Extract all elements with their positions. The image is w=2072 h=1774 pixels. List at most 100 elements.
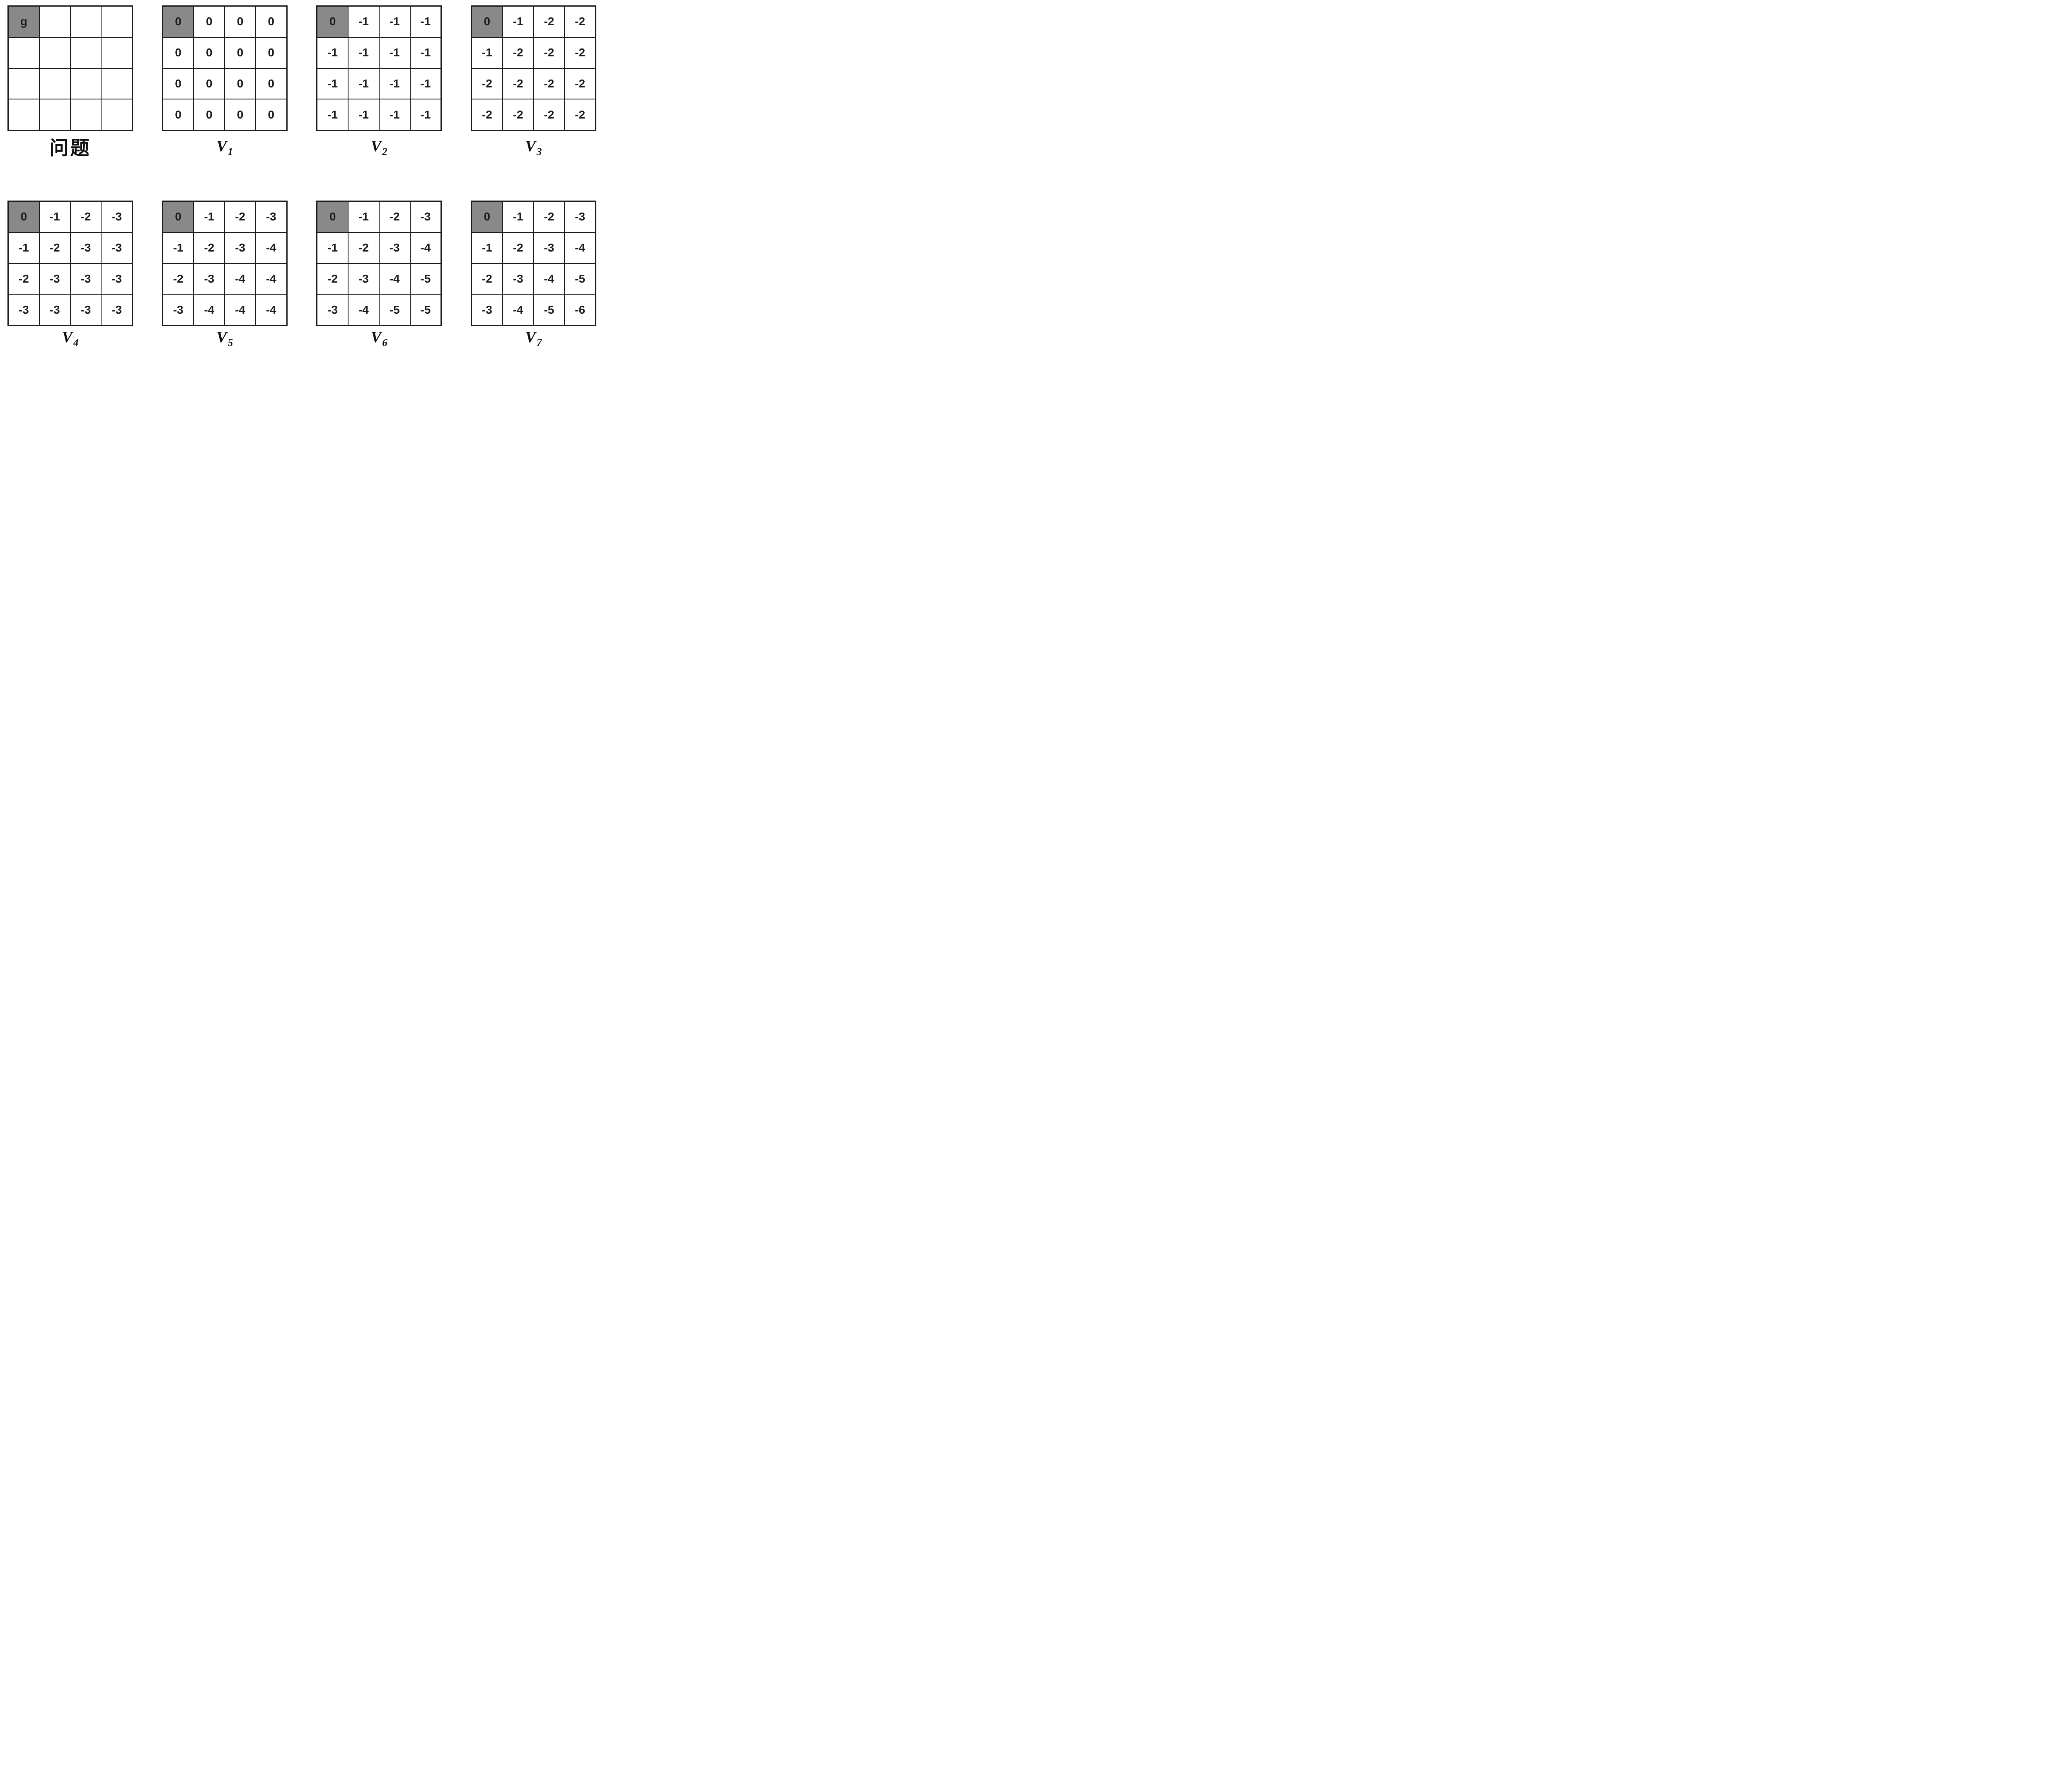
grid-cell: -3 bbox=[256, 202, 286, 232]
grid-4x4: 0-1-1-1-1-1-1-1-1-1-1-1-1-1-1-1 bbox=[316, 5, 442, 131]
grid-cell: -1 bbox=[194, 202, 225, 232]
goal-cell: g bbox=[9, 7, 39, 37]
grid-cell: -1 bbox=[163, 232, 194, 263]
grid-cell: -1 bbox=[410, 68, 441, 99]
caption-subscript: 5 bbox=[228, 337, 233, 349]
grid-4x4: 0-1-2-2-1-2-2-2-2-2-2-2-2-2-2-2 bbox=[470, 5, 596, 131]
grid-cell: -2 bbox=[349, 232, 379, 263]
grid-cell: -3 bbox=[70, 264, 101, 294]
grid-cell: -3 bbox=[472, 295, 502, 325]
grid-cell bbox=[70, 7, 101, 37]
grid-cell bbox=[39, 37, 70, 68]
panel-v2: 0-1-1-1-1-1-1-1-1-1-1-1-1-1-1-1 V2 bbox=[316, 5, 442, 159]
grid-cell: -2 bbox=[163, 264, 194, 294]
grid-cell bbox=[39, 7, 70, 37]
grid-cell: -3 bbox=[410, 202, 441, 232]
grid-cell: -2 bbox=[9, 264, 39, 294]
grid-cell: -4 bbox=[256, 232, 286, 263]
grid-4x4: g bbox=[7, 5, 133, 131]
grid-cell: 0 bbox=[163, 99, 194, 130]
grid-cell: -2 bbox=[534, 37, 564, 68]
grid-cell: 0 bbox=[256, 37, 286, 68]
grid-cell: -3 bbox=[163, 295, 194, 325]
grid-cell: -1 bbox=[349, 7, 379, 37]
grid-cell: -4 bbox=[503, 295, 533, 325]
grid-cell: -2 bbox=[70, 202, 101, 232]
caption-text: 问题 bbox=[49, 138, 91, 159]
panel-caption: V1 bbox=[216, 138, 233, 157]
grid-cell: -3 bbox=[225, 232, 255, 263]
grid-cell bbox=[9, 68, 39, 99]
grid-cell: -4 bbox=[194, 295, 225, 325]
grid-cell: 0 bbox=[194, 37, 225, 68]
grid-cell: -5 bbox=[534, 295, 564, 325]
goal-cell: 0 bbox=[317, 202, 348, 232]
grid-cell: -4 bbox=[410, 232, 441, 263]
caption-subscript: 1 bbox=[228, 146, 233, 157]
grid-cell: -3 bbox=[39, 295, 70, 325]
grid-cell: 0 bbox=[256, 68, 286, 99]
grid-cell: -1 bbox=[349, 68, 379, 99]
grid-cell bbox=[102, 37, 132, 68]
grid-cell: 0 bbox=[163, 68, 194, 99]
panel-caption: 问题 bbox=[50, 138, 91, 159]
grid-cell: -1 bbox=[317, 99, 348, 130]
grid-4x4: 0-1-2-3-1-2-3-4-2-3-4-5-3-4-5-5 bbox=[316, 201, 442, 326]
grid-cell: -2 bbox=[225, 202, 255, 232]
panel-caption: V3 bbox=[525, 138, 542, 157]
grid-cell: -2 bbox=[534, 7, 564, 37]
grid-cell: -4 bbox=[225, 264, 255, 294]
grid-cell: 0 bbox=[225, 37, 255, 68]
grid-cell: -4 bbox=[565, 232, 595, 263]
grid-cell: -2 bbox=[503, 99, 533, 130]
grid-cell: -2 bbox=[503, 68, 533, 99]
grid-cell: 0 bbox=[194, 68, 225, 99]
grid-cell: -5 bbox=[565, 264, 595, 294]
panel-caption: V2 bbox=[370, 138, 387, 157]
grid-cell: -4 bbox=[256, 295, 286, 325]
caption-subscript: 3 bbox=[536, 146, 542, 157]
grid-cell: 0 bbox=[225, 7, 255, 37]
grid-cell: -4 bbox=[534, 264, 564, 294]
grid-cell: -4 bbox=[379, 264, 410, 294]
caption-subscript: 6 bbox=[382, 337, 387, 349]
panel-v3: 0-1-2-2-1-2-2-2-2-2-2-2-2-2-2-2 V3 bbox=[470, 5, 596, 159]
grid-cell: -5 bbox=[410, 295, 441, 325]
grid-cell: -1 bbox=[379, 68, 410, 99]
grid-cell: -2 bbox=[194, 232, 225, 263]
grid-cell: -2 bbox=[565, 37, 595, 68]
grid-cell: 0 bbox=[194, 7, 225, 37]
caption-subscript: 2 bbox=[382, 146, 387, 157]
grid-cell: -3 bbox=[349, 264, 379, 294]
grid-cell bbox=[102, 7, 132, 37]
grid-cell: -6 bbox=[565, 295, 595, 325]
goal-cell: 0 bbox=[163, 202, 194, 232]
grid-cell: -1 bbox=[317, 68, 348, 99]
panel-caption: V4 bbox=[62, 329, 79, 348]
grid-cell: -3 bbox=[102, 232, 132, 263]
grid-cell: 0 bbox=[163, 37, 194, 68]
grid-cell: -1 bbox=[349, 99, 379, 130]
grid-cell: -1 bbox=[349, 37, 379, 68]
caption-text: V bbox=[62, 329, 73, 346]
grid-cell: -1 bbox=[410, 7, 441, 37]
caption-text: V bbox=[370, 138, 382, 155]
caption-subscript: 7 bbox=[536, 337, 542, 349]
grid-cell: -3 bbox=[9, 295, 39, 325]
grid-cell: -2 bbox=[565, 7, 595, 37]
grid-cell: -1 bbox=[503, 7, 533, 37]
caption-text: V bbox=[216, 138, 227, 155]
grid-4x4: 0-1-2-3-1-2-3-4-2-3-4-5-3-4-5-6 bbox=[470, 201, 596, 326]
grid-cell: -2 bbox=[472, 99, 502, 130]
grid-cell: -1 bbox=[317, 232, 348, 263]
grid-cell: -2 bbox=[379, 202, 410, 232]
grid-cell: -5 bbox=[410, 264, 441, 294]
grid-cell: -2 bbox=[565, 68, 595, 99]
panel-v6: 0-1-2-3-1-2-3-4-2-3-4-5-3-4-5-5 V6 bbox=[316, 201, 442, 349]
goal-cell: 0 bbox=[472, 202, 502, 232]
grid-cell: 0 bbox=[256, 7, 286, 37]
grid-cell: -1 bbox=[39, 202, 70, 232]
panel-v7: 0-1-2-3-1-2-3-4-2-3-4-5-3-4-5-6 V7 bbox=[470, 201, 596, 349]
